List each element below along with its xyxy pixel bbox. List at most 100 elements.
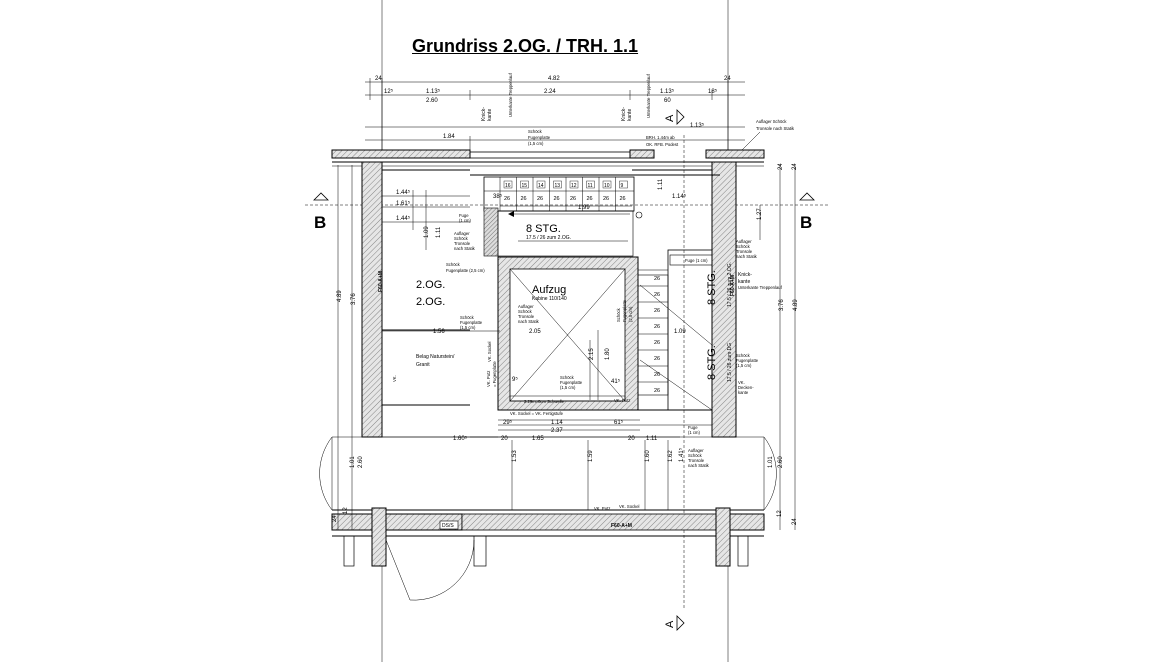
note-auflager-tr-1: Auflager Schöck bbox=[756, 119, 787, 124]
dim-inner-20b: 20 bbox=[628, 436, 635, 442]
stair-step-box bbox=[520, 180, 529, 189]
right-tread-label: 26 bbox=[654, 356, 660, 362]
drawing-title: Grundriss 2.OG. / TRH. 1.1 bbox=[412, 36, 639, 56]
note-kante-2: kante bbox=[627, 109, 633, 121]
dim-inner-199: 1.99 bbox=[578, 205, 590, 211]
dim-inner-29: 29⁵ bbox=[503, 419, 513, 426]
dim-left-144b: 1.44⁵ bbox=[396, 215, 411, 222]
stair-tread-label: 26 bbox=[570, 196, 576, 202]
dim-top-113c: 1.13⁵ bbox=[690, 122, 705, 129]
section-mark-a-top: A bbox=[664, 109, 685, 125]
right-tread-label: 26 bbox=[654, 308, 660, 314]
note-vk-putz-l1: VK. Putz bbox=[486, 371, 491, 387]
dim-inner-180: 1.80 bbox=[605, 348, 611, 360]
dim-inner-160b: 1.60 bbox=[645, 450, 651, 462]
dim-inner-141: 1.41⁵ bbox=[678, 447, 685, 462]
right-tread-label: 26 bbox=[654, 324, 660, 330]
note-auflager-l1: Auflager bbox=[454, 231, 470, 236]
exterior-walls bbox=[361, 161, 737, 438]
note-auflager-r4: nach Statik bbox=[736, 254, 758, 259]
fire-label-ds: DS/S bbox=[442, 523, 454, 529]
note-schoeck-top-1: Schöck bbox=[528, 129, 543, 134]
dim-inner-159: 1.59 bbox=[588, 450, 594, 462]
note-vk-sockel-l: VK. Sockel bbox=[487, 341, 492, 362]
dim-inner-156: 1.56 bbox=[433, 329, 445, 335]
note-auflager-r3: Tronsole bbox=[736, 249, 753, 254]
note-schoeck-r1: Schöck bbox=[736, 353, 751, 358]
dim-right-376: 3.76 bbox=[779, 299, 785, 311]
dim-inner-109b: 1.09 bbox=[674, 329, 686, 335]
stair-step-number: 16 bbox=[505, 183, 511, 189]
note-knick-1: Knick- bbox=[481, 107, 487, 121]
dim-left-376: 3.76 bbox=[351, 293, 357, 305]
stair-step-box bbox=[602, 180, 612, 189]
note-schoeck-e2: Fugenplatte bbox=[622, 299, 627, 322]
fire-label-left: F60-A+M bbox=[378, 271, 384, 292]
inner-dimension-lines bbox=[470, 205, 680, 510]
note-auflager-b1: Auflager bbox=[688, 448, 704, 453]
dim-inner-205: 2.05 bbox=[529, 329, 541, 335]
stair-tread-label: 26 bbox=[504, 196, 510, 202]
dim-inner-237: 2.37 bbox=[551, 428, 563, 434]
dim-inner-153: 1.53 bbox=[512, 450, 518, 462]
note-auflager-e3: Tronsole bbox=[518, 314, 535, 319]
dim-top-24a: 24 bbox=[375, 76, 382, 82]
dim-left-12: 12 bbox=[343, 507, 349, 514]
stair-step-number: 13 bbox=[555, 183, 561, 189]
stair-tread-label: 26 bbox=[554, 196, 560, 202]
note-schoeck-m1: Schöck bbox=[460, 315, 475, 320]
svg-text:B: B bbox=[314, 213, 326, 232]
section-mark-a-bottom: A bbox=[664, 615, 685, 631]
dim-top-224: 2.24 bbox=[544, 89, 556, 95]
svg-text:A: A bbox=[664, 620, 676, 628]
dim-right-12: 12 bbox=[777, 510, 783, 517]
elevator-sub: Kabine 110/140 bbox=[532, 296, 567, 302]
note-vk-putz-l2: = Fugenplatte bbox=[492, 361, 497, 387]
dim-inner-114: 1.14 bbox=[551, 420, 563, 426]
dim-inner-41: 41⁵ bbox=[611, 378, 621, 385]
note-auflager-e4: nach Statik bbox=[518, 319, 540, 324]
dim-inner-61: 61⁵ bbox=[614, 419, 624, 426]
note-schoeck-m3: (1,5 cm) bbox=[460, 325, 476, 330]
right-tread-label: 26 bbox=[654, 372, 660, 378]
dim-right-260: 2.60 bbox=[778, 456, 784, 468]
stair-right-sub-2: 17.5 / 26 zum DG bbox=[727, 343, 733, 382]
note-auflager-b2: Schöck bbox=[688, 453, 703, 458]
note-auflager-e2: Schöck bbox=[518, 309, 533, 314]
stair-step-box bbox=[536, 180, 546, 189]
note-schoeck-b1: Schöck bbox=[560, 375, 575, 380]
section-mark-b-left: B bbox=[313, 192, 329, 232]
note-vk-decken-2: Decken- bbox=[738, 385, 754, 390]
note-knick-3: Knick- bbox=[738, 272, 752, 278]
svg-text:A: A bbox=[664, 114, 676, 122]
stair-step-number: 14 bbox=[538, 183, 544, 189]
note-fuge-b1: Fuge bbox=[688, 425, 698, 430]
dim-inner-20a: 20 bbox=[501, 436, 508, 442]
dim-left-24: 24 bbox=[332, 515, 338, 522]
dim-left-489: 4.89 bbox=[337, 290, 343, 302]
right-tread-label: 26 bbox=[654, 340, 660, 346]
dim-left-260: 2.60 bbox=[358, 456, 364, 468]
elevator-label: Aufzug bbox=[532, 284, 566, 296]
note-brh-2: OK. RFB. Podest bbox=[646, 142, 679, 147]
stair-step-box bbox=[553, 180, 562, 189]
material-line-2: Granit bbox=[416, 362, 430, 368]
note-knick-sub-2: Unterkante Treppenlauf bbox=[646, 73, 651, 118]
dim-inner-165: 1.65 bbox=[532, 436, 544, 442]
top-facade bbox=[331, 149, 765, 167]
note-vk-putz: VK. Putz bbox=[614, 398, 630, 403]
material-line-1: Belag Naturstein/ bbox=[416, 354, 455, 360]
dim-top-12: 12⁵ bbox=[384, 88, 394, 95]
dim-inner-9: 9⁵ bbox=[512, 376, 518, 383]
note-schoeck-e3: (2,5 cm) bbox=[628, 306, 633, 322]
dim-left-101: 1.01 bbox=[350, 456, 356, 468]
note-auflager-e1: Auflager bbox=[518, 304, 534, 309]
note-auflager-b3: Tronsole bbox=[688, 458, 705, 463]
note-fuge-a2: (1 cm) bbox=[459, 218, 471, 223]
left-dimension-lines bbox=[337, 165, 500, 530]
dim-top-18: 18⁵ bbox=[708, 88, 718, 95]
stair-step-number: 9 bbox=[621, 183, 624, 189]
note-auflager-tr-2: Tronsole nach Statik bbox=[756, 126, 795, 131]
fire-label-bottom: F60-A+M bbox=[611, 523, 632, 529]
